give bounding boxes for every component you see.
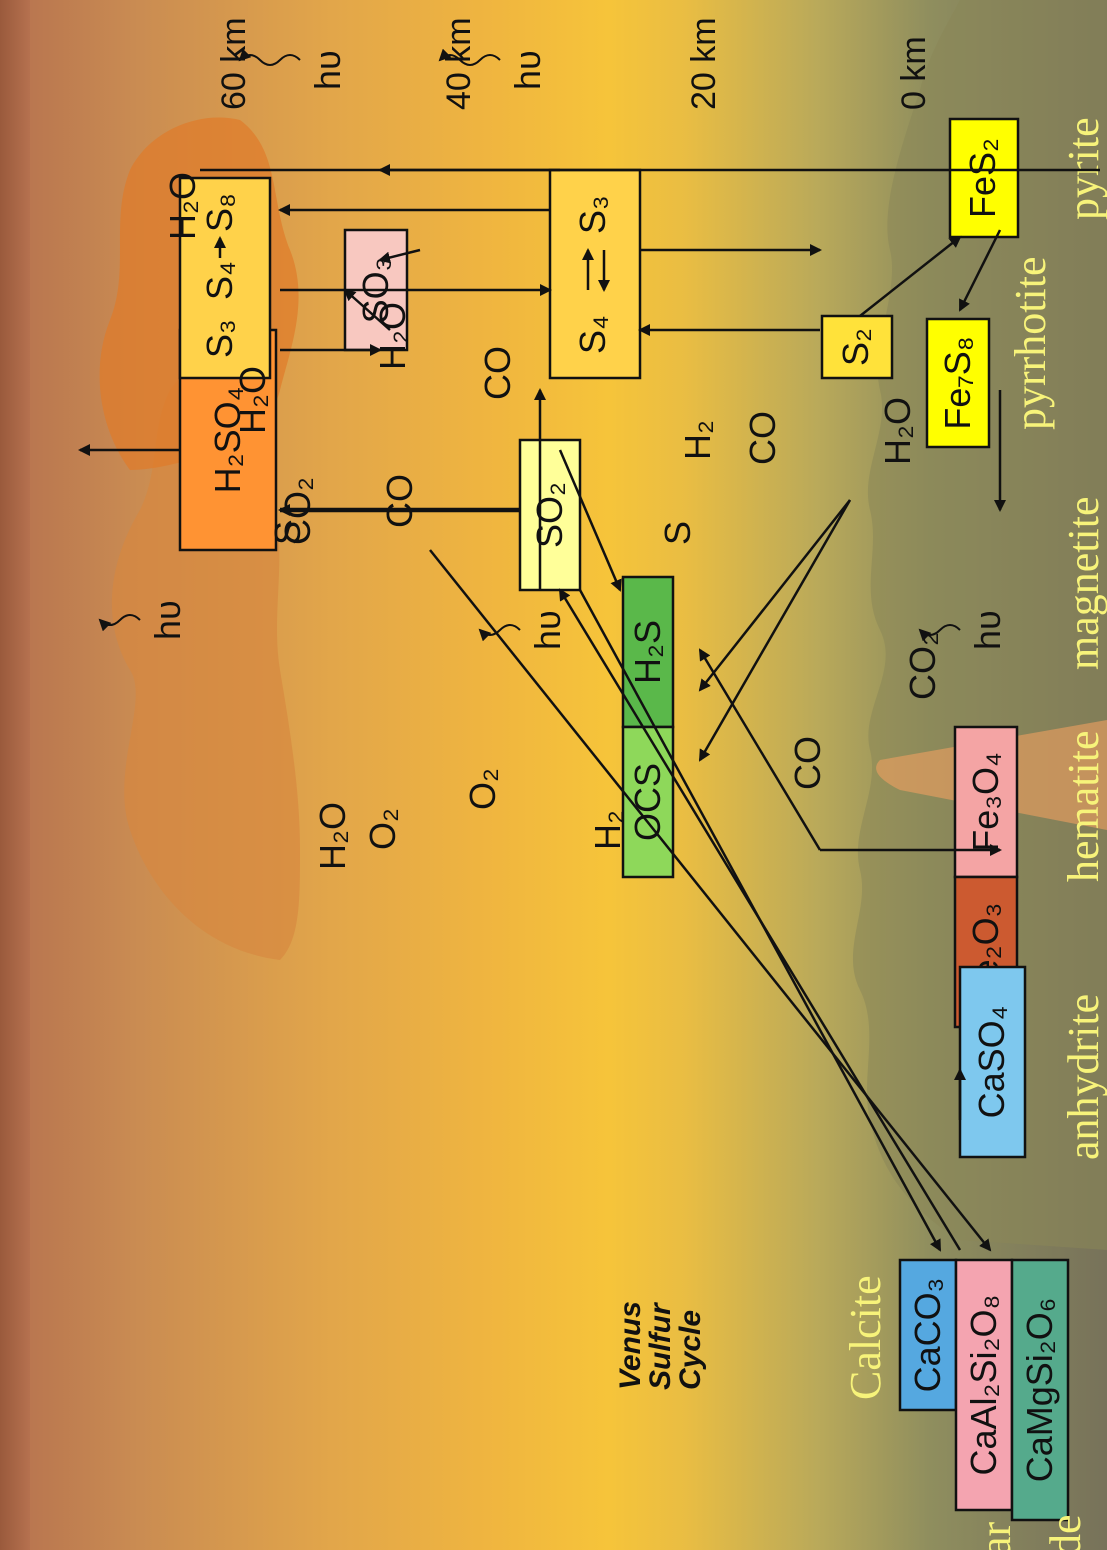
arrow-s2-fes2 xyxy=(859,235,962,317)
arrow-fes2-fe7s8 xyxy=(958,229,1002,312)
box-camgsi2o6 xyxy=(1010,1258,1070,1522)
arrow-co2-surface xyxy=(429,549,992,1252)
label-camgsi2o6: CaMgSi₂O₆ xyxy=(1019,1298,1060,1483)
arrow-co-h2s xyxy=(698,648,822,851)
label-ocs: OCS xyxy=(627,763,668,841)
mineral-calcite: Calcite xyxy=(841,1275,890,1400)
label-co-bottom: CO xyxy=(787,736,828,790)
label-h2-right: H₂ xyxy=(677,420,718,460)
label-s-mid: S xyxy=(657,521,698,545)
label-co-so3: CO xyxy=(477,346,518,400)
wavy-hv-3 xyxy=(98,614,141,632)
label-s-top: S xyxy=(267,521,308,545)
label-h2-mid: H₂ xyxy=(587,810,628,850)
label-hv-4: hυ xyxy=(527,610,568,650)
label-o2-mid: O₂ xyxy=(462,768,503,810)
label-caco3: CaCO₃ xyxy=(907,1278,948,1393)
label-s4: S₄ xyxy=(199,261,240,300)
lower-cloud-ridge xyxy=(852,0,1107,1250)
title-line-1: Venus xyxy=(614,1301,647,1390)
label-co-left: CO xyxy=(379,474,420,528)
mineral-pyrite: pyrite xyxy=(1059,117,1107,220)
altitude-20km: 20 km xyxy=(685,17,723,110)
label-caso4: CaSO₄ xyxy=(971,1006,1012,1119)
box-fes2 xyxy=(948,117,1020,239)
label-hv-5: hυ xyxy=(967,610,1008,650)
altitude-0km: 0 km xyxy=(895,36,933,110)
arrow-to-ocs xyxy=(698,499,852,762)
label-h2o-so3: H₂O xyxy=(372,302,413,370)
mineral-magnetite: magnetite xyxy=(1059,497,1107,671)
label-co2-bottom: CO₂ xyxy=(902,632,943,700)
arrow-so3-up xyxy=(343,288,391,331)
title-line-3: Cycle xyxy=(674,1310,707,1390)
label-h2o-top: H₂O xyxy=(162,172,203,240)
label-s3: S₃ xyxy=(199,319,240,358)
arrow-to-h2s xyxy=(698,499,851,692)
label-fe3o4: Fe₃O₄ xyxy=(965,752,1006,851)
label-hv-3: hυ xyxy=(147,600,188,640)
label-s3-mid: S₃ xyxy=(572,195,613,234)
box-fe7s8 xyxy=(925,317,991,449)
label-h2o-right-bottom: H₂O xyxy=(877,397,918,465)
label-s4-mid: S₄ xyxy=(572,315,613,354)
label-fe7s8: Fe₇S₈ xyxy=(937,336,978,429)
arrow-so2-ocs xyxy=(558,449,622,592)
mineral-partial-2: de xyxy=(1041,1514,1090,1550)
altitude-60km: 60 km xyxy=(215,17,253,110)
label-hv-1: hυ xyxy=(307,50,348,90)
mineral-hematite: hematite xyxy=(1059,731,1107,883)
label-co-right: CO xyxy=(742,411,783,465)
label-h2o-right: H₂O xyxy=(312,802,353,870)
mineral-pyrrhotite: pyrrhotite xyxy=(1006,256,1055,430)
label-hv-2: hυ xyxy=(507,50,548,90)
arrow-h2o-right xyxy=(378,248,421,264)
label-h2o-upper: H₂O xyxy=(232,366,273,434)
wavy-hv-5 xyxy=(918,624,961,642)
mineral-partial-1: ar xyxy=(971,1521,1020,1550)
wavy-hv-4 xyxy=(478,624,521,642)
label-caal2si2o8: CaAl₂Si₂O₈ xyxy=(963,1295,1004,1476)
label-fes2: FeS₂ xyxy=(962,138,1003,218)
altitude-40km: 40 km xyxy=(440,17,478,110)
box-s2 xyxy=(820,314,894,380)
title-line-2: Sulfur xyxy=(644,1301,677,1390)
box-s3-s4-s8 xyxy=(178,176,272,380)
mineral-anhydrite: anhydrite xyxy=(1059,994,1107,1160)
arrow-surface-so2 xyxy=(558,588,962,1251)
label-so2: SO₂ xyxy=(529,482,570,548)
box-caso4 xyxy=(958,965,1027,1159)
wavy-hv-1 xyxy=(238,48,301,66)
label-s2: S₂ xyxy=(835,328,876,366)
label-h2so4: H₂SO₄ xyxy=(207,387,248,494)
label-h2s: H₂S xyxy=(627,620,668,684)
box-so2 xyxy=(518,438,582,592)
wavy-hv-2 xyxy=(438,48,501,66)
label-o2-upper: O₂ xyxy=(362,808,403,850)
label-s8: S₈ xyxy=(199,193,240,232)
